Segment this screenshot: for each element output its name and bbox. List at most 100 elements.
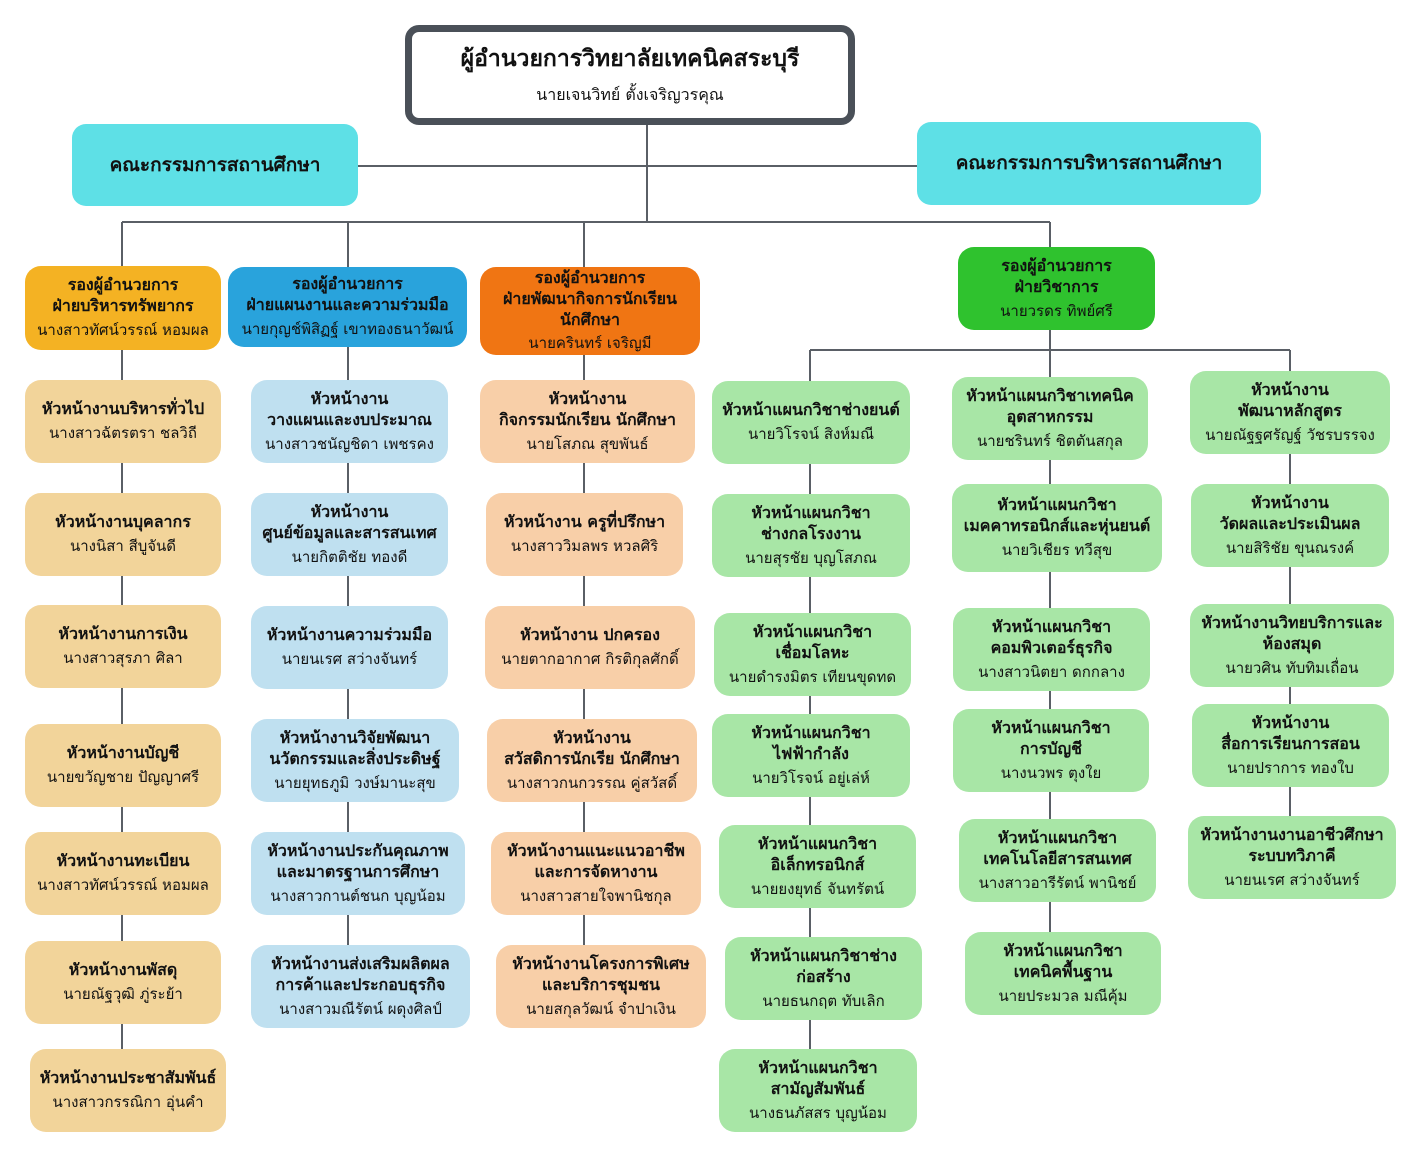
position-title: หัวหน้าแผนกวิชา เทคนิคพื้นฐาน [1003, 940, 1123, 981]
school-committee-box: คณะกรรมการสถานศึกษา [72, 124, 358, 206]
position-title: หัวหน้างานบัญชี [66, 743, 180, 763]
person-name: นายขวัญชาย ปัญญาศรี [46, 768, 200, 787]
position-title: รองผู้อำนวยการ ฝ่ายแผนงานและความร่วมมือ [246, 274, 449, 315]
person-name: นายสุรชัย บุญโสภณ [745, 548, 877, 567]
academic-head-box: หัวหน้างานวิทยบริการและ ห้องสมุดนายวศิน … [1190, 604, 1394, 687]
position-title: หัวหน้างานความร่วมมือ [266, 625, 433, 645]
person-name: นางสาวอารีรัตน์ พานิชย์ [978, 873, 1137, 892]
department-head-box: หัวหน้างานโครงการพิเศษ และบริการชุมชนนาย… [496, 945, 706, 1028]
academic-head-box: หัวหน้าแผนกวิชา การบัญชีนางนวพร ตุงใย [953, 709, 1149, 792]
person-name: นายดำรงมิตร เทียนขุดทด [728, 667, 897, 686]
academic-head-box: หัวหน้างาน สื่อการเรียนการสอนนายปราการ ท… [1192, 704, 1389, 787]
position-title: หัวหน้างาน ปกครอง [520, 625, 660, 645]
academic-head-box: หัวหน้างาน วัดผลและประเมินผลนายสิริชัย ข… [1191, 484, 1389, 567]
person-name: นางสาวกานต์ชนก บุญน้อม [270, 886, 446, 905]
person-name: นายวิโรจน์ อยู่เล่ห์ [752, 768, 870, 787]
department-head-box: หัวหน้างาน วางแผนและงบประมาณนางสาวชนัญชิ… [251, 380, 448, 463]
admin-committee-box: คณะกรรมการบริหารสถานศึกษา [917, 122, 1261, 205]
person-name: นายวิโรจน์ สิงห์มณี [748, 425, 874, 444]
department-head-box: หัวหน้างานความร่วมมือนายนเรศ สว่างจันทร์ [251, 606, 448, 689]
deputy-director-academic-box: รองผู้อำนวยการ ฝ่ายวิชาการนายวรดร ทิพย์ศ… [958, 247, 1155, 330]
department-head-box: หัวหน้างาน ศูนย์ข้อมูลและสารสนเทศนายกิตต… [251, 493, 448, 576]
person-name: นายประมวล มณีคุ้ม [998, 986, 1128, 1005]
position-title: หัวหน้างานวิทยบริการและ ห้องสมุด [1201, 612, 1383, 653]
academic-head-box: หัวหน้าแผนกวิชา เชื่อมโลหะนายดำรงมิตร เท… [714, 613, 911, 696]
department-head-box: หัวหน้างาน สวัสดิการนักเรีย นักศึกษานางส… [487, 719, 697, 802]
position-title: หัวหน้าแผนกวิชา ช่างกลโรงงาน [751, 502, 871, 543]
position-title: หัวหน้างาน ศูนย์ข้อมูลและสารสนเทศ [262, 501, 437, 542]
position-title: หัวหน้าแผนกวิชาช่างยนต์ [722, 400, 900, 420]
position-title: หัวหน้าแผนกวิชา คอมพิวเตอร์ธุรกิจ [990, 616, 1113, 657]
person-name: นางสาววิมลพร หวลศิริ [510, 537, 659, 556]
academic-head-box: หัวหน้างานงานอาชีวศึกษา ระบบทวิภาคีนายนเ… [1188, 816, 1396, 899]
academic-head-box: หัวหน้าแผนกวิชา เทคโนโลยีสารสนเทศนางสาวอ… [959, 819, 1156, 902]
academic-head-box: หัวหน้าแผนกวิชา เมคคาทรอนิกส์และหุ่นยนต์… [952, 484, 1162, 572]
academic-head-box: หัวหน้าแผนกวิชา เทคนิคพื้นฐานนายประมวล ม… [965, 932, 1161, 1015]
person-name: นายตากอากาศ กิรติกุลศักดิ์ [501, 650, 679, 669]
director-title: ผู้อำนวยการวิทยาลัยเทคนิคสระบุรี [460, 45, 800, 72]
person-name: นางสาวฉัตรตรา ชลวิถี [49, 424, 197, 443]
person-name: นางสาวกรรณิกา อุ่นคำ [52, 1093, 204, 1112]
person-name: นายวรดร ทิพย์ศรี [1000, 301, 1113, 320]
position-title: หัวหน้างาน กิจกรรมนักเรียน นักศึกษา [498, 388, 677, 429]
position-title: หัวหน้าแผนกวิชา เทคโนโลยีสารสนเทศ [983, 827, 1132, 868]
academic-head-box: หัวหน้าแผนกวิชา สามัญสัมพันธ์นางธนภัสสร … [719, 1049, 917, 1132]
department-head-box: หัวหน้างานแนะแนวอาชีพ และการจัดหางานนางส… [491, 832, 701, 915]
department-head-box: หัวหน้างานบัญชีนายขวัญชาย ปัญญาศรี [25, 724, 221, 807]
department-head-box: หัวหน้างานบุคลากรนางนิสา สีบูจันดี [25, 493, 221, 576]
position-title: หัวหน้างานแนะแนวอาชีพ และการจัดหางาน [507, 840, 685, 881]
academic-head-box: หัวหน้าแผนกวิชา ช่างกลโรงงานนายสุรชัย บุ… [712, 494, 910, 577]
position-title: หัวหน้างานบุคลากร [55, 512, 191, 532]
person-name: นายครินทร์ เจริญมี [528, 334, 652, 353]
academic-head-box: หัวหน้างาน พัฒนาหลักสูตรนายณัฐฐศรัญฐ์ วั… [1190, 371, 1390, 454]
department-head-box: หัวหน้างาน ปกครองนายตากอากาศ กิรติกุลศัก… [485, 606, 695, 689]
position-title: หัวหน้างานพัสดุ [68, 960, 178, 980]
position-title: หัวหน้างานส่งเสริมผลิตผล การค้าและประกอบ… [271, 953, 450, 994]
person-name: นางสาวชนัญชิดา เพชรคง [265, 434, 434, 453]
person-name: นางสาวสายใจพานิชกุล [520, 886, 672, 905]
department-head-box: หัวหน้างานส่งเสริมผลิตผล การค้าและประกอบ… [251, 945, 470, 1028]
person-name: นางสาวสุรภา ศิลา [63, 649, 183, 668]
position-title: หัวหน้างานทะเบียน [56, 851, 190, 871]
position-title: หัวหน้าแผนกวิชา เชื่อมโลหะ [752, 621, 873, 662]
person-name: นางนวพร ตุงใย [1000, 763, 1102, 782]
position-title: หัวหน้างานงานอาชีวศึกษา ระบบทวิภาคี [1200, 824, 1384, 865]
position-title: หัวหน้างานประกันคุณภาพ และมาตรฐานการศึกษ… [267, 840, 449, 881]
person-name: นายธนกฤต ทับเลิก [762, 991, 885, 1010]
person-name: นายยงยุทธ์ จันทรัตน์ [750, 879, 885, 898]
position-title: รองผู้อำนวยการ ฝ่ายวิชาการ [1001, 255, 1112, 296]
position-title: หัวหน้าแผนกวิชาช่าง ก่อสร้าง [750, 945, 897, 986]
person-name: นายกิตติชัย ทองดี [291, 547, 408, 566]
academic-head-box: หัวหน้าแผนกวิชาช่าง ก่อสร้างนายธนกฤต ทับ… [725, 937, 922, 1020]
department-head-box: หัวหน้างานทะเบียนนางสาวทัศน์วรรณ์ หอมผล [25, 832, 221, 915]
position-title: รองผู้อำนวยการ ฝ่ายบริหารทรัพยากร [52, 275, 194, 316]
person-name: นางสาวมณีรัตน์ ผดุงศิลป์ [279, 999, 442, 1018]
person-name: นางสาวทัศน์วรรณ์ หอมผล [37, 876, 209, 895]
position-title: หัวหน้างานประชาสัมพันธ์ [39, 1068, 217, 1088]
position-title: หัวหน้าแผนกวิชา สามัญสัมพันธ์ [758, 1057, 878, 1098]
position-title: หัวหน้างานการเงิน [58, 624, 188, 644]
person-name: นายนเรศ สว่างจันทร์ [1224, 870, 1360, 889]
department-head-box: หัวหน้างานประชาสัมพันธ์นางสาวกรรณิกา อุ่… [30, 1049, 226, 1132]
position-title: หัวหน้างาน พัฒนาหลักสูตร [1238, 379, 1342, 420]
person-name: นายโสภณ สุขพันธ์ [526, 434, 649, 453]
person-name: นายสิริชัย ขุนณรงค์ [1225, 538, 1355, 557]
person-name: นายกุญช์พิสิฏฐ์ เขาทองธนาวัฒน์ [241, 320, 454, 339]
academic-head-box: หัวหน้าแผนกวิชา อิเล็กทรอนิกส์นายยงยุทธ์… [719, 825, 916, 908]
position-title: หัวหน้างานโครงการพิเศษ และบริการชุมชน [512, 953, 690, 994]
school-committee-label: คณะกรรมการสถานศึกษา [109, 153, 321, 176]
person-name: นางนิสา สีบูจันดี [69, 537, 177, 556]
position-title: หัวหน้าแผนกวิชา ไฟฟ้ากำลัง [751, 722, 871, 763]
position-title: หัวหน้าแผนกวิชา การบัญชี [991, 717, 1111, 758]
person-name: นายวิเชียร ทวีสุข [1001, 541, 1113, 560]
position-title: หัวหน้างาน สื่อการเรียนการสอน [1221, 712, 1360, 753]
person-name: นายสกุลวัฒน์ จำปาเงิน [526, 999, 676, 1018]
position-title: หัวหน้าแผนกวิชาเทคนิค อุตสาหกรรม [966, 385, 1134, 426]
director-box: ผู้อำนวยการวิทยาลัยเทคนิคสระบุรี นายเจนว… [405, 25, 855, 125]
department-head-box: หัวหน้างานวิจัยพัฒนา นวัตกรรมและสิ่งประด… [251, 719, 459, 802]
position-title: หัวหน้าแผนกวิชา อิเล็กทรอนิกส์ [757, 833, 878, 874]
admin-committee-label: คณะกรรมการบริหารสถานศึกษา [955, 152, 1223, 175]
person-name: นางธนภัสสร บุญน้อม [749, 1103, 887, 1122]
academic-head-box: หัวหน้าแผนกวิชา ไฟฟ้ากำลังนายวิโรจน์ อยู… [712, 714, 910, 797]
department-head-box: หัวหน้างานพัสดุนายณัฐวุฒิ ภู่ระย้า [25, 941, 221, 1024]
